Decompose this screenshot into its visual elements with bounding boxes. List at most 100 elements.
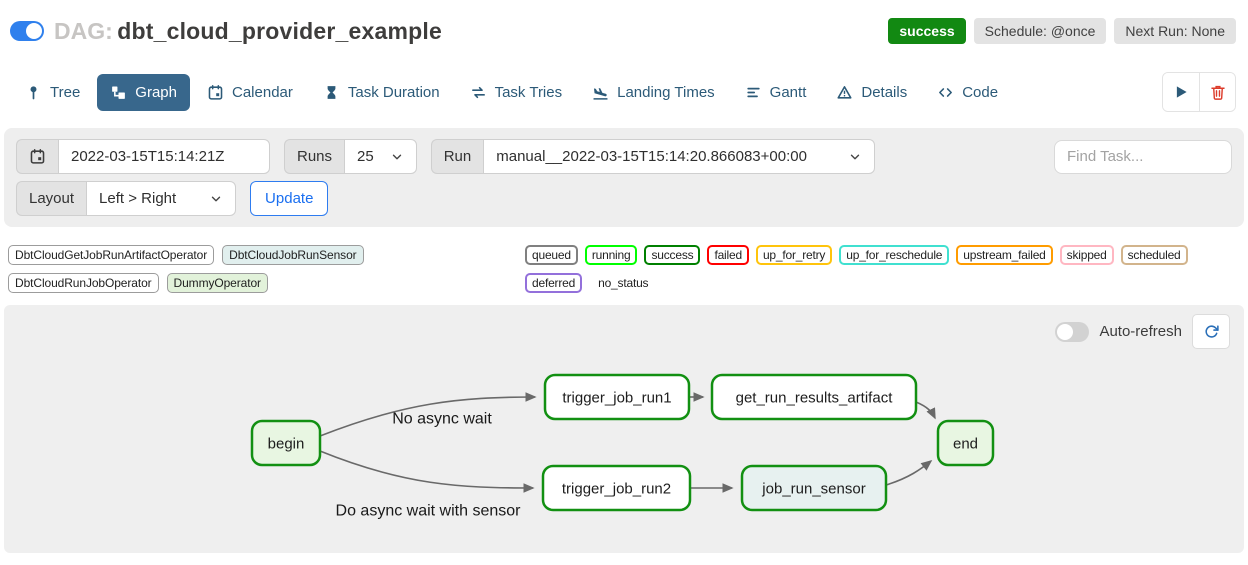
graph-node-job_run_sensor[interactable]: job_run_sensor [740,464,888,512]
status-badge-failed: failed [707,245,749,265]
tab-task-duration[interactable]: Task Duration [310,74,453,111]
tab-bar-tabs: Tree Graph Calendar Task Duration Task Tries… [12,73,1011,111]
runs-group: Runs 25 [284,139,417,174]
update-button[interactable]: Update [250,181,329,216]
tab-label: Details [861,83,908,101]
graph-node-label: begin [268,436,305,453]
graph-node-end[interactable]: end [936,419,995,467]
play-icon [1172,83,1190,101]
trash-icon [1209,83,1227,101]
tab-tree[interactable]: Tree [12,74,93,111]
tab-label: Task Tries [494,83,563,101]
icon-repeat [470,84,487,101]
graph-node-begin[interactable]: begin [250,419,322,467]
graph-nodes: begin trigger_job_run1 get_run_results_art… [250,373,995,512]
refresh-icon [1203,323,1220,340]
dag-header: DAG: dbt_cloud_provider_example success … [0,0,1248,48]
base-date-group [16,139,270,174]
icon-gantt [745,84,762,101]
status-badge-skipped: skipped [1059,245,1114,265]
filter-row-2: Layout Left > Right Update [16,181,1232,216]
operator-badge: DbtCloudRunJobOperator [8,273,159,293]
tab-gantt[interactable]: Gantt [732,74,820,111]
graph-node-label: trigger_job_run1 [562,390,671,407]
page-title: DAG: dbt_cloud_provider_example [54,18,442,45]
operator-badge: DummyOperator [166,273,268,293]
status-badge-up_for_retry: up_for_retry [755,245,833,265]
graph-node-label: job_run_sensor [761,481,865,498]
graph-edge-job_run_sensor-end [885,460,933,486]
edge-label-no-async-wait: No async wait [392,411,492,428]
run-label: Run [430,139,484,174]
status-badge: success [888,18,966,44]
auto-refresh-toggle[interactable] [1055,321,1090,342]
schedule-badge: Schedule: @once [973,18,1107,44]
tab-label: Calendar [232,83,293,101]
graph-node-label: trigger_job_run2 [562,481,671,498]
graph-edge-get_run_results_artifact-end [915,401,936,420]
tab-landing-times[interactable]: Landing Times [579,74,728,111]
status-badge-up_for_reschedule: up_for_reschedule [839,245,950,265]
graph-node-trigger_job_run2[interactable]: trigger_job_run2 [541,464,692,512]
tab-bar: Tree Graph Calendar Task Duration Task Tries… [12,72,1236,112]
chevron-down-icon [390,150,404,164]
tab-label: Gantt [769,83,807,101]
graph-canvas[interactable]: No async wait Do async wait with sensor … [4,305,1244,553]
auto-refresh-controls: Auto-refresh [1055,314,1230,349]
tab-label: Tree [50,83,81,101]
tab-label: Landing Times [617,83,715,101]
tab-label: Task Duration [347,83,440,101]
graph-edge-begin-trigger_job_run1 [319,392,537,437]
status-badge-upstream_failed: upstream_failed [956,245,1053,265]
icon-landing [592,84,609,101]
graph-node-label: end [953,436,978,453]
auto-refresh-label: Auto-refresh [1099,323,1182,340]
operator-badge: DbtCloudJobRunSensor [222,245,364,265]
dag-prefix-label: DAG: [54,17,113,44]
header-badges: success Schedule: @once Next Run: None [888,18,1236,44]
runs-select-value: 25 [357,148,374,165]
run-group: Run manual__2022-03-15T15:14:20.866083+0… [430,139,876,174]
graph-node-get_run_results_artifact[interactable]: get_run_results_artifact [710,373,918,421]
next-run-badge: Next Run: None [1114,18,1236,44]
dag-pause-toggle[interactable] [10,21,44,41]
run-select[interactable]: manual__2022-03-15T15:14:20.866083+00:00 [483,139,876,174]
find-task-input[interactable] [1054,139,1232,174]
trigger-dag-button[interactable] [1163,73,1199,111]
tab-graph[interactable]: Graph [97,73,190,111]
chevron-down-icon [848,150,862,164]
status-badge-no_status: no_status [598,276,649,290]
tab-task-tries[interactable]: Task Tries [457,74,576,111]
filter-row-1: Runs 25 Run manual__2022-03-15T15:14:20.… [16,139,1232,174]
delete-dag-button[interactable] [1199,73,1235,111]
icon-calendar [207,84,224,101]
runs-label: Runs [284,139,345,174]
status-badge-deferred: deferred [525,273,583,293]
status-badge-scheduled: scheduled [1120,245,1188,265]
layout-label: Layout [16,181,87,216]
operator-badge: DbtCloudGetJobRunArtifactOperator [8,245,215,265]
status-badge-queued: queued [525,245,578,265]
icon-sitemap [110,84,127,101]
calendar-icon [29,148,46,165]
icon-hourglass [323,84,340,101]
graph-node-trigger_job_run1[interactable]: trigger_job_run1 [543,373,691,421]
graph-edge-begin-trigger_job_run2 [319,450,535,493]
tab-details[interactable]: Details [823,74,920,111]
dag-graph: No async wait Do async wait with sensor … [250,373,995,520]
icon-code [937,84,954,101]
layout-select[interactable]: Left > Right [86,181,237,216]
tab-code[interactable]: Code [924,74,1011,111]
base-date-input[interactable] [58,139,270,174]
tab-label: Graph [135,83,177,101]
dag-title: dbt_cloud_provider_example [117,17,442,44]
status-badge-running: running [584,245,638,265]
layout-select-value: Left > Right [99,190,177,207]
tab-calendar[interactable]: Calendar [194,74,306,111]
icon-details [836,84,853,101]
chevron-down-icon [209,192,223,206]
refresh-button[interactable] [1192,314,1230,349]
run-select-value: manual__2022-03-15T15:14:20.866083+00:00 [496,148,807,165]
runs-select[interactable]: 25 [344,139,417,174]
